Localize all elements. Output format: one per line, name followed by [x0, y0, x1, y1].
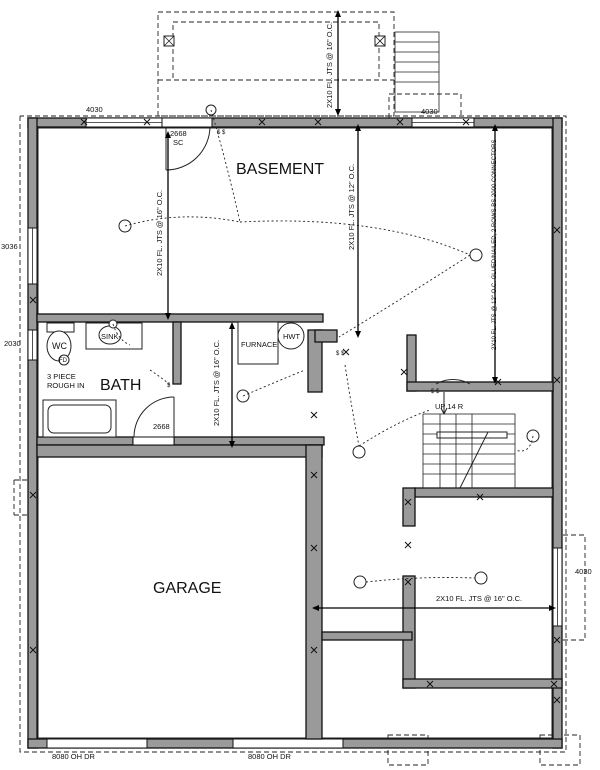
furnace-icon	[237, 321, 279, 365]
outlet-mark	[143, 118, 151, 126]
outlet-mark	[550, 680, 558, 688]
outlet-mark	[404, 578, 412, 586]
outlet-mark	[553, 226, 561, 234]
garage-door-left-label: 8080 OH DR	[52, 752, 96, 761]
outlet-mark	[310, 544, 318, 552]
outlet-mark	[258, 118, 266, 126]
joist-note-basement-center: 2X10 FL. JTS @ 12" O.C.	[347, 164, 356, 250]
bath-door-size: 2668	[153, 422, 170, 431]
interior-walls	[36, 313, 563, 740]
bath-label: BATH	[100, 377, 141, 394]
joist-note-basement-left: 2X10 FL. JTS @ 16" O.C.	[155, 190, 164, 276]
outlet-mark	[396, 118, 404, 126]
outlet-mark	[310, 471, 318, 479]
floor-drain-icon	[58, 354, 70, 366]
window-label-top-right: 4030	[421, 107, 438, 116]
outlet-mark	[476, 493, 484, 501]
outlet-mark	[342, 348, 350, 356]
outlet-mark	[553, 636, 561, 644]
outlet-mark	[400, 368, 408, 376]
stair-label: UP 14 R	[435, 402, 464, 411]
switches: $ $ $ $ $ $ $	[167, 130, 440, 395]
outlet-mark	[80, 118, 88, 126]
window-label-left-upper: 3036	[1, 242, 18, 251]
exterior-stair	[388, 31, 462, 119]
bath-door	[132, 396, 175, 446]
windows	[27, 117, 563, 749]
plumbing-note-1: 3 PIECE	[47, 372, 76, 381]
svg-text:$ $: $ $	[217, 130, 226, 136]
garage-door-right-label: 8080 OH DR	[248, 752, 292, 761]
joist-span-lines	[165, 10, 556, 611]
furnace-label: FURNACE	[241, 340, 277, 349]
window-label-right: 4030	[575, 567, 592, 576]
svg-text:$ $: $ $	[431, 389, 440, 395]
entry-door-type: SC	[173, 138, 184, 147]
water-heater-icon	[277, 322, 305, 350]
svg-text:$ $: $ $	[336, 351, 345, 357]
outlet-mark	[404, 541, 412, 549]
outlet-mark	[553, 696, 561, 704]
wc-label: WC	[52, 341, 67, 351]
outlet-mark	[310, 411, 318, 419]
outlet-marks	[29, 118, 561, 704]
basement-label: BASEMENT	[236, 161, 324, 178]
wiring	[112, 109, 534, 583]
window-label-top-left: 4030	[86, 105, 103, 114]
garage-label: GARAGE	[153, 580, 221, 597]
joist-note-right: 2X10 FL. JTS @ 12" O.C. GLUED/NAILED, 2 …	[492, 139, 498, 350]
outlet-mark	[462, 118, 470, 126]
deck-posts	[163, 35, 386, 47]
joist-note-bath: 2X10 FL. JTS @ 16" O.C.	[212, 340, 221, 426]
fd-label: FD	[59, 358, 68, 364]
bath-fixtures	[42, 322, 143, 438]
plumbing-note-2: ROUGH IN	[47, 381, 85, 390]
stair-door	[435, 378, 471, 385]
outlet-mark	[29, 646, 37, 654]
outlet-mark	[314, 118, 322, 126]
entry-door-size: 2668	[170, 129, 187, 138]
outlet-mark	[553, 376, 561, 384]
outlet-mark	[29, 491, 37, 499]
entry-door	[161, 117, 213, 171]
hwt-label: HWT	[283, 332, 300, 341]
window-label-left-lower: 2030	[4, 339, 21, 348]
svg-text:$: $	[167, 383, 171, 389]
joist-note-deck: 2X10 FL. JTS @ 16" O.C.	[325, 22, 334, 108]
deck-outline	[157, 11, 395, 117]
sink-label: SINK	[101, 332, 119, 341]
mechanical	[237, 321, 305, 365]
outlet-mark	[29, 296, 37, 304]
labels: BASEMENT BATH GARAGE FURNACE HWT SINK WC…	[1, 22, 592, 761]
outlet-mark	[426, 680, 434, 688]
joist-note-lower-right: 2X10 FL. JTS @ 16" O.C.	[436, 594, 522, 603]
outlet-mark	[310, 646, 318, 654]
outlet-mark	[404, 498, 412, 506]
interior-stair	[422, 392, 516, 489]
